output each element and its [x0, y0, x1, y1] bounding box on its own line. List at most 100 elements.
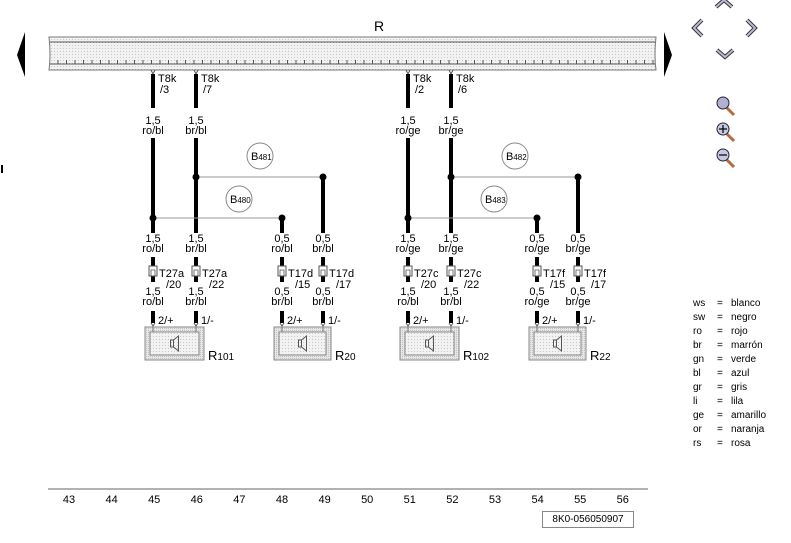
pin-marker [193, 322, 199, 327]
pin-marker [279, 322, 285, 327]
legend-equals: = [717, 438, 723, 449]
splice-circle [225, 185, 253, 213]
connector-symbol [573, 265, 583, 277]
splice-num: 482 [513, 153, 527, 162]
wire-size: 1,5 [145, 115, 160, 127]
speaker-inner [404, 331, 455, 356]
pan-right-icon[interactable] [745, 18, 758, 38]
wire-color: ro/ge [395, 243, 420, 255]
legend-row: ge=amarillo [693, 409, 766, 423]
speaker-label: R20 [335, 348, 356, 363]
legend-row: bl=azul [693, 367, 766, 381]
connector-pin [448, 269, 454, 276]
track-number: 46 [191, 494, 203, 506]
legend-code: gn [693, 354, 705, 365]
margin-mark [1, 165, 3, 173]
zoom-icon[interactable] [716, 96, 736, 117]
junction-dot [149, 214, 157, 222]
legend-code: ws [693, 298, 706, 309]
pan-left-icon[interactable] [691, 18, 704, 38]
splice-circle [246, 142, 274, 170]
connector-pin: /20 [421, 279, 436, 291]
wire-size: 1,5 [188, 115, 203, 127]
legend-code: sw [693, 312, 706, 323]
terminal-label: 2/+ [287, 315, 303, 327]
speaker-label: R102 [463, 348, 490, 363]
wire-size: 0,5 [529, 286, 544, 298]
junction-dot [192, 173, 200, 181]
legend-name: negro [731, 312, 757, 323]
wire-color: br/ge [438, 125, 463, 137]
connector-pin [279, 269, 285, 276]
splice-label: B480 [230, 194, 251, 206]
connector-pin: /22 [464, 279, 479, 291]
wire-size: 0,5 [315, 286, 330, 298]
track-number: 53 [489, 494, 501, 506]
page-next-arrow[interactable] [664, 32, 672, 77]
legend-equals: = [717, 396, 723, 407]
wire-size: 0,5 [315, 233, 330, 245]
speaker-num: 101 [217, 352, 234, 363]
wire-color: ro/ge [524, 296, 549, 308]
speaker-icon [553, 334, 562, 353]
wire-color: br/bl [185, 125, 206, 137]
legend-row: rs=rosa [693, 437, 766, 451]
wires [144, 69, 587, 361]
wire-size: 1,5 [400, 233, 415, 245]
wire-size: 0,5 [570, 233, 585, 245]
pin-marker [448, 69, 454, 76]
speaker-inner [533, 331, 582, 356]
speaker-icon [298, 334, 307, 353]
zoom-out-icon[interactable] [716, 148, 736, 169]
speaker-num: 22 [599, 352, 611, 363]
zoom-in-icon[interactable] [716, 122, 736, 143]
wire-color: br/bl [271, 296, 292, 308]
pin-marker [150, 322, 156, 327]
wire-size: 0,5 [570, 286, 585, 298]
wire-size: 1,5 [188, 233, 203, 245]
part-number: 8K0-056050907 [542, 511, 634, 528]
legend-name: amarillo [731, 410, 767, 421]
wire-color: br/bl [185, 243, 206, 255]
wire-size: 1,5 [145, 233, 160, 245]
connector-pin: /20 [166, 279, 181, 291]
wire-size: 0,5 [274, 233, 289, 245]
pan-up-icon[interactable] [714, 0, 734, 9]
track-number: 50 [361, 494, 373, 506]
connector-symbol [191, 265, 201, 277]
legend-equals: = [717, 424, 723, 435]
track-number: 55 [574, 494, 586, 506]
wire-size: 0,5 [529, 233, 544, 245]
top-connector-pin: /6 [458, 84, 467, 96]
page-prev-arrow[interactable] [17, 32, 25, 77]
pan-down-icon[interactable] [715, 48, 735, 60]
legend-name: blanco [731, 298, 761, 309]
wire-color: ro/ge [524, 243, 549, 255]
wire-color: br/bl [312, 243, 333, 255]
wire-color: br/bl [440, 296, 461, 308]
speaker-icon [425, 334, 434, 353]
legend-equals: = [717, 312, 723, 323]
wire-color: ro/bl [271, 243, 292, 255]
legend-row: gn=verde [693, 353, 766, 367]
junction-dot [447, 173, 455, 181]
speaker-prefix: R [335, 348, 344, 363]
pin-marker [150, 69, 156, 76]
connector-name: T17f [584, 268, 607, 280]
legend-name: verde [731, 354, 757, 365]
legend-name: naranja [731, 424, 765, 435]
wire-color: ro/bl [397, 296, 418, 308]
splice-num: 480 [237, 196, 251, 205]
wire-color: ro/bl [142, 296, 163, 308]
connector-symbol [148, 265, 158, 277]
legend-code: br [693, 340, 702, 351]
legend-name: marrón [731, 340, 763, 351]
pin-marker [448, 322, 454, 327]
junction-dot [404, 214, 412, 222]
legend-name: azul [731, 368, 750, 379]
legend-row: li=lila [693, 395, 766, 409]
pin-marker [575, 322, 581, 327]
legend-equals: = [717, 340, 723, 351]
splice-prefix: B [485, 194, 492, 206]
